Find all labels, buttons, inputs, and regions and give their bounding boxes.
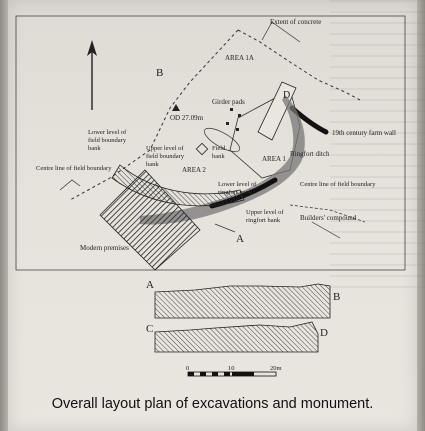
- girder-pad: [226, 122, 229, 125]
- label-area-2: AREA 2: [182, 166, 206, 174]
- modern-premises-block: [99, 169, 201, 271]
- leader-line: [261, 21, 273, 41]
- concrete-extent-line-north: [237, 29, 361, 101]
- label-lower-ringfort-1: Lower level of: [218, 181, 257, 188]
- label-extent-concrete: Extent of concrete: [270, 18, 321, 26]
- label-area-1a: AREA 1A: [225, 54, 254, 62]
- od-level-marker: [172, 104, 180, 111]
- scale-label-ten: 10: [228, 365, 235, 372]
- label-lower-level-left-2: field boundary: [88, 137, 127, 144]
- ringfort-ditch-shading: [140, 95, 305, 225]
- figure-caption: Overall layout plan of excavations and m…: [51, 396, 374, 412]
- north-arrow-icon: [87, 40, 97, 110]
- section-label-d: D: [320, 327, 328, 339]
- label-od-level: OD 27.09m: [170, 114, 204, 122]
- concrete-extent-line: [69, 29, 239, 201]
- scale-bar: [187, 371, 277, 377]
- centre-line-left: [59, 179, 81, 191]
- label-modern-premises: Modern premises: [80, 244, 129, 252]
- label-upper-ringfort-2: ringfort bank: [246, 217, 281, 224]
- label-upper-level-2: field boundary: [146, 153, 185, 160]
- label-ringfort-ditch: Ringfort ditch: [290, 150, 330, 158]
- label-lower-level-left-3: bank: [88, 145, 101, 152]
- leader-line: [271, 21, 301, 43]
- section-cd-profile: [154, 321, 319, 353]
- field-bank-ellipse: [203, 127, 241, 153]
- label-centre-line-right: Centre line of field boundary: [300, 181, 376, 188]
- label-field-bank-2: bank: [212, 153, 225, 160]
- scale-label-twenty: 20m: [270, 365, 282, 372]
- label-builders-compound: Builders' compound: [300, 214, 357, 222]
- section-label-b: B: [333, 291, 340, 303]
- label-upper-level-1: Upper level of: [146, 145, 184, 152]
- label-girder-pads: Girder pads: [212, 98, 245, 106]
- girder-pad: [236, 128, 239, 131]
- section-label-a: A: [146, 279, 154, 291]
- label-lower-level-left-1: Lower level of: [88, 129, 127, 136]
- scale-label-zero: 0: [186, 365, 189, 372]
- label-area-1: AREA 1: [262, 155, 286, 163]
- label-centre-line-left: Centre line of field boundary: [36, 165, 112, 172]
- bleed-through-text: [330, 0, 425, 290]
- label-d-top: D: [283, 90, 290, 101]
- builders-compound-line: [311, 221, 341, 239]
- label-lower-ringfort-2: ringfort bank: [218, 189, 253, 196]
- label-upper-ringfort-1: Upper level of: [246, 209, 284, 216]
- label-b-top: B: [156, 67, 163, 79]
- section-label-c: C: [146, 323, 153, 335]
- centre-line-right: [289, 204, 366, 223]
- girder-pad: [195, 142, 209, 156]
- figure-frame: [15, 15, 406, 271]
- girder-pad: [238, 114, 241, 117]
- label-upper-level-3: bank: [146, 161, 159, 168]
- book-page: [8, 0, 417, 431]
- label-a-bottom: A: [236, 233, 244, 245]
- label-field-bank-1: Field: [212, 145, 226, 152]
- label-farm-wall: 19th century farm wall: [332, 129, 396, 137]
- farm-wall-shape: [257, 81, 297, 141]
- section-ab-profile: [154, 283, 331, 319]
- section-line-a: [214, 223, 236, 233]
- girder-pad: [230, 108, 233, 111]
